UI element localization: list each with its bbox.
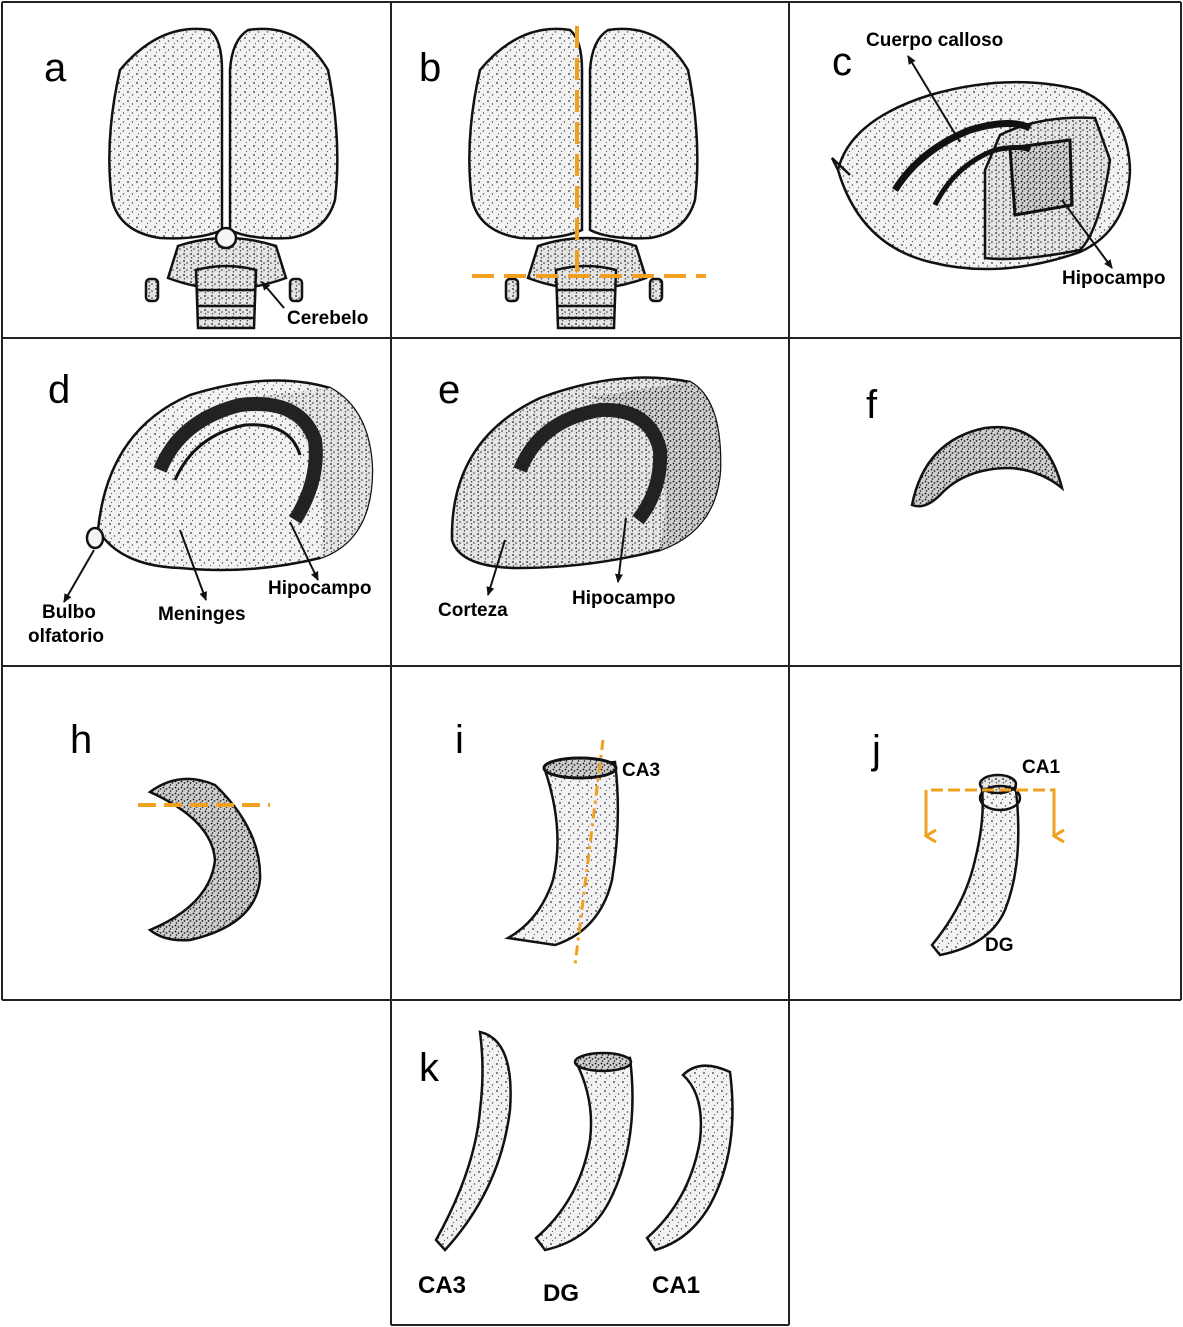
label-cuerpo-calloso: Cuerpo calloso	[866, 30, 1003, 52]
label-hipocampo-c: Hipocampo	[1062, 268, 1165, 290]
brain-dorsal-illustration-a	[109, 29, 337, 328]
panel-letter-i: i	[455, 720, 464, 760]
brain-dorsal-illustration-b	[469, 29, 697, 328]
label-hipocampo-d: Hipocampo	[268, 578, 371, 600]
label-ca1-j: CA1	[1022, 757, 1060, 779]
hippocampus-illustration-i	[508, 758, 618, 945]
label-bulbo: Bulbo	[42, 602, 96, 624]
cerebelo-arrow	[262, 282, 284, 308]
hemisphere-illustration-e	[452, 378, 720, 568]
panel-letter-a: a	[44, 48, 66, 88]
panel-letter-d: d	[48, 370, 70, 410]
label-ca3-i: CA3	[622, 760, 660, 782]
panel-letter-f: f	[866, 385, 877, 425]
hemisphere-illustration-d	[87, 380, 372, 570]
label-cerebelo: Cerebelo	[287, 308, 368, 330]
panel-letter-b: b	[419, 48, 441, 88]
ca3-piece-illustration	[436, 1032, 511, 1250]
panel-letter-k: k	[419, 1048, 439, 1088]
hippocampus-illustration-j	[932, 775, 1020, 955]
panel-letter-e: e	[438, 370, 460, 410]
label-ca1-k: CA1	[652, 1272, 700, 1300]
bulbo-arrow	[64, 550, 94, 602]
label-corteza: Corteza	[438, 600, 508, 622]
label-dg-k: DG	[543, 1280, 579, 1308]
hippocampus-illustration-f	[912, 427, 1062, 506]
dg-piece-illustration	[536, 1053, 633, 1250]
label-olfatorio: olfatorio	[28, 626, 104, 648]
label-meninges: Meninges	[158, 604, 246, 626]
hemisphere-medial-illustration-c	[832, 82, 1130, 269]
panel-letter-c: c	[832, 42, 852, 82]
panel-letter-h: h	[70, 720, 92, 760]
label-dg-j: DG	[985, 935, 1014, 957]
label-ca3-k: CA3	[418, 1272, 466, 1300]
label-hipocampo-e: Hipocampo	[572, 588, 675, 610]
ca1-piece-illustration	[647, 1066, 733, 1250]
panel-letter-j: j	[872, 730, 881, 770]
